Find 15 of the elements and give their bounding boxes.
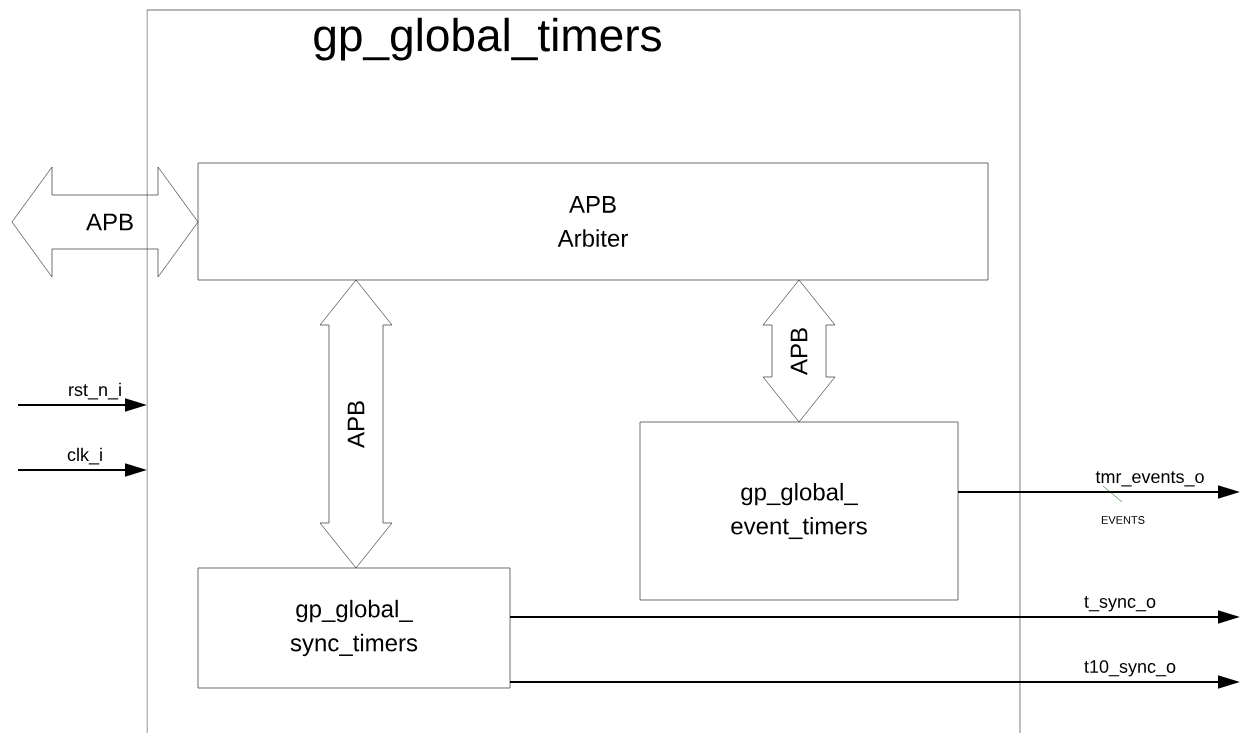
- signal-label: rst_n_i: [69, 382, 121, 400]
- bus-arrow: [11, 166, 199, 278]
- edge-label: APB: [790, 328, 808, 375]
- bus-arrow: [319, 279, 393, 569]
- block-box: gp_global_ event_timers: [639, 421, 959, 601]
- signal-label: t_sync_o: [1084, 596, 1156, 612]
- block-box: APB Arbiter: [197, 162, 989, 281]
- signal-label: t10_sync_o: [1084, 660, 1176, 677]
- edge-label: APB: [86, 213, 133, 231]
- signal-label: tmr_events_o: [1095, 471, 1204, 487]
- bus-arrow: [762, 279, 836, 423]
- signal-label: clk_i: [67, 447, 102, 465]
- block-box: gp_global_ sync_timers: [197, 567, 511, 689]
- bus-width-label: EVENTS: [1101, 516, 1145, 524]
- edge-label: APB: [347, 401, 365, 448]
